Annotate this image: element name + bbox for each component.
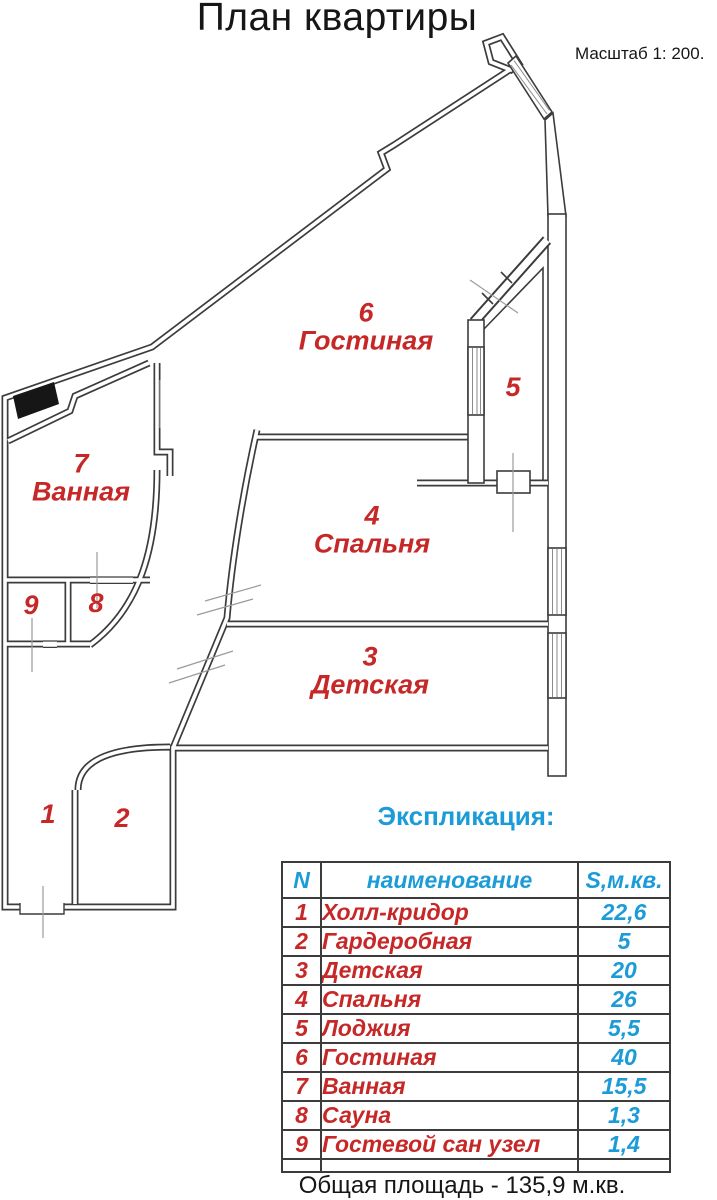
page-title: План квартиры bbox=[196, 0, 478, 39]
room-number: 7 bbox=[73, 448, 89, 479]
cell-n: 5 bbox=[281, 1013, 322, 1044]
room-label-bath: 7 Ванная bbox=[31, 448, 131, 507]
right-wall-windows bbox=[547, 547, 567, 699]
cell-name: Гостиная bbox=[320, 1042, 579, 1073]
cell-area: 26 bbox=[577, 984, 671, 1015]
table-row: 6 Гостиная 40 bbox=[281, 1042, 671, 1073]
table-row: 9 Гостевой сан узел 1,4 bbox=[281, 1129, 671, 1160]
room-name: Ванная bbox=[31, 477, 131, 507]
legend-heading: Экспликация: bbox=[377, 801, 555, 831]
table-empty-row bbox=[281, 1158, 671, 1173]
cell-n: 1 bbox=[281, 897, 322, 928]
header-cell-area: S,м.кв. bbox=[577, 861, 671, 899]
room-number: 9 bbox=[23, 589, 39, 620]
room-number: 6 bbox=[358, 297, 374, 328]
cell-area: 1,4 bbox=[577, 1129, 671, 1160]
axis-centerlines bbox=[31, 279, 519, 938]
room-label-loggia: 5 bbox=[505, 371, 521, 402]
table-row: 4 Спальня 26 bbox=[281, 984, 671, 1015]
loggia-wall-and-window bbox=[467, 266, 544, 484]
room-number: 4 bbox=[364, 500, 380, 531]
cell-name: Ванная bbox=[320, 1071, 579, 1102]
cell-area: 1,3 bbox=[577, 1100, 671, 1131]
total-area-note: Общая площадь - 135,9 м.кв. bbox=[298, 1172, 626, 1199]
vent-shaft bbox=[13, 382, 59, 419]
room-label-living: 6 Гостиная bbox=[298, 297, 434, 356]
legend-table: N наименование S,м.кв. 1 Холл-кридор 22,… bbox=[281, 861, 671, 1173]
room-name: Детская bbox=[310, 670, 430, 700]
room-name: Спальня bbox=[313, 529, 431, 559]
room-label-wardrobe: 2 bbox=[114, 802, 130, 833]
header-cell-name: наименование bbox=[320, 861, 579, 899]
scale-note: Масштаб 1: 200. bbox=[575, 44, 705, 63]
cell-name: Спальня bbox=[320, 984, 579, 1015]
table-row: 7 Ванная 15,5 bbox=[281, 1071, 671, 1102]
window-top-diagonal bbox=[506, 54, 554, 121]
table-row: 8 Сауна 1,3 bbox=[281, 1100, 671, 1131]
room-number: 1 bbox=[40, 798, 56, 829]
cell-n: 7 bbox=[281, 1071, 322, 1102]
cell-area: 22,6 bbox=[577, 897, 671, 928]
room-number: 2 bbox=[114, 802, 130, 833]
cell-name: Детская bbox=[320, 955, 579, 986]
cell-area: 15,5 bbox=[577, 1071, 671, 1102]
cell-name: Гостевой сан узел bbox=[320, 1129, 579, 1160]
cell-name: Сауна bbox=[320, 1100, 579, 1131]
cell-n: 8 bbox=[281, 1100, 322, 1131]
room-number: 5 bbox=[505, 371, 521, 402]
table-row: 2 Гардеробная 5 bbox=[281, 926, 671, 957]
cell-name: Гардеробная bbox=[320, 926, 579, 957]
cell-n: 4 bbox=[281, 984, 322, 1015]
room-number: 8 bbox=[88, 587, 104, 618]
room-label-hall: 1 bbox=[40, 798, 56, 829]
door-jamb-ticks bbox=[481, 271, 513, 305]
cell-area: 5 bbox=[577, 926, 671, 957]
entrance-door-recess bbox=[19, 903, 65, 915]
cell-n: 9 bbox=[281, 1129, 322, 1160]
room-label-kids: 3 Детская bbox=[310, 641, 430, 700]
table-row: 5 Лоджия 5,5 bbox=[281, 1013, 671, 1044]
room-name: Гостиная bbox=[298, 326, 434, 356]
table-header-row: N наименование S,м.кв. bbox=[281, 861, 671, 899]
cell-area: 20 bbox=[577, 955, 671, 986]
cell-area: 40 bbox=[577, 1042, 671, 1073]
cell-name: Лоджия bbox=[320, 1013, 579, 1044]
room-number: 3 bbox=[362, 641, 378, 672]
cell-n: 3 bbox=[281, 955, 322, 986]
table-row: 3 Детская 20 bbox=[281, 955, 671, 986]
cell-area: 5,5 bbox=[577, 1013, 671, 1044]
room-label-bedroom: 4 Спальня bbox=[313, 500, 431, 559]
room-label-guest-wc: 9 bbox=[23, 589, 39, 620]
cell-n: 2 bbox=[281, 926, 322, 957]
cell-name: Холл-кридор bbox=[320, 897, 579, 928]
table-row: 1 Холл-кридор 22,6 bbox=[281, 897, 671, 928]
cell-n: 6 bbox=[281, 1042, 322, 1073]
room-label-sauna: 8 bbox=[88, 587, 104, 618]
header-cell-n: N bbox=[281, 861, 322, 899]
